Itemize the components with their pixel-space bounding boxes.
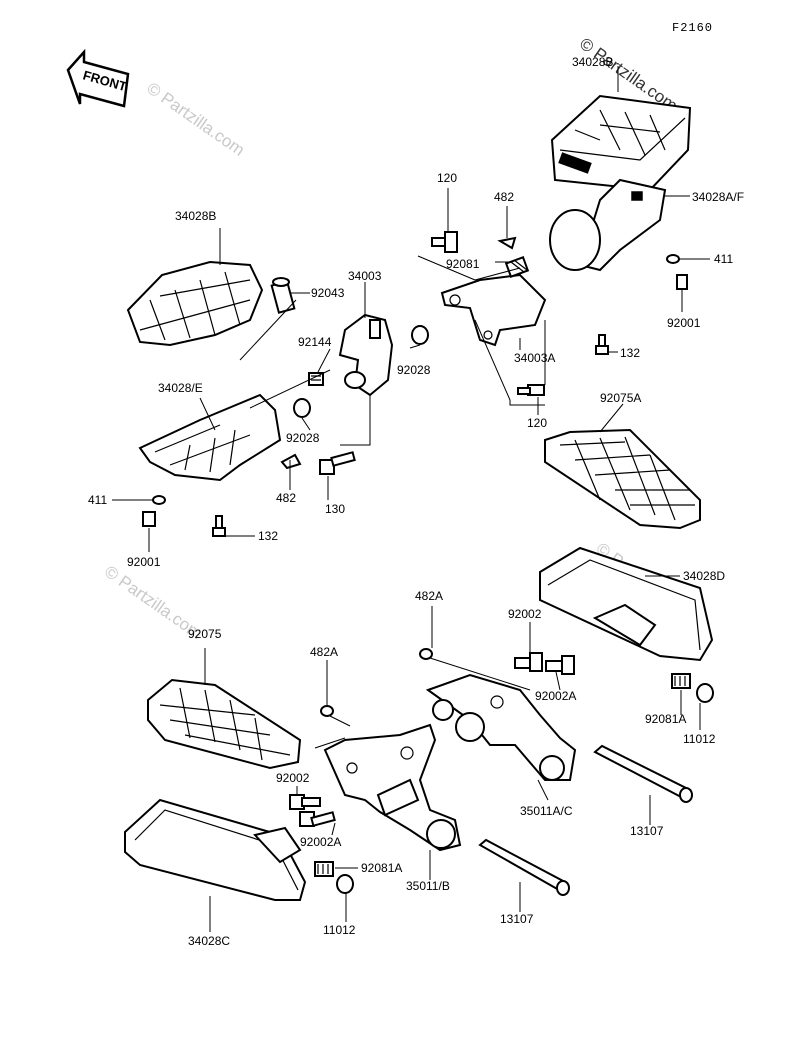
spring-92081A-lower xyxy=(314,861,334,877)
washer-482-top xyxy=(497,236,517,250)
main-bracket-35011B xyxy=(323,723,462,852)
bushing-92028-right xyxy=(411,325,429,345)
bolt-92002A-upper xyxy=(545,655,575,675)
bolt-132-right xyxy=(595,334,609,355)
part-label: 411 xyxy=(88,493,107,507)
part-label: 92075A xyxy=(600,391,641,405)
washer-411-left xyxy=(152,495,166,505)
part-label: 13107 xyxy=(500,912,534,926)
bushing-92028-left xyxy=(293,398,311,418)
floorboard-rubber-92075 xyxy=(147,678,302,770)
part-label: 34003 xyxy=(348,269,382,283)
part-label: 34028B xyxy=(175,209,216,223)
part-label: 92028 xyxy=(397,363,431,377)
footpeg-rubber-left xyxy=(126,260,264,347)
part-label: 92081 xyxy=(446,257,480,271)
floorboard-34028C xyxy=(124,798,307,901)
bolt-92002A-lower xyxy=(299,811,336,827)
part-label: 34028D xyxy=(683,569,725,583)
part-label: 132 xyxy=(258,529,278,543)
part-label: 92075 xyxy=(188,627,222,641)
floorboard-rubber-92075A xyxy=(544,428,701,530)
part-label: 34003A xyxy=(514,351,555,365)
part-label: 120 xyxy=(527,416,547,430)
bolt-92002-upper xyxy=(514,652,543,672)
bracket-34003 xyxy=(338,313,394,397)
bolt-120-top xyxy=(431,231,458,253)
bracket-34003A xyxy=(440,273,547,347)
washer-482-left xyxy=(280,453,302,470)
part-labels: 34028B 34028A/F 411 92001 132 120 482 92… xyxy=(88,55,744,948)
washer-411-right xyxy=(666,254,680,264)
part-label: 92081A xyxy=(645,712,686,726)
front-arrow-icon: FRONT xyxy=(66,48,130,108)
part-label: 482A xyxy=(415,589,443,603)
pivot-rod-13107-lower xyxy=(478,838,570,896)
part-label: 132 xyxy=(620,346,640,360)
bolt-92002-lower xyxy=(289,794,321,810)
bolt-92001-right xyxy=(676,274,688,290)
clip-482A-lower xyxy=(320,705,334,717)
part-label: 13107 xyxy=(630,824,664,838)
clip-482A-upper xyxy=(419,648,433,660)
part-label: 34028A/F xyxy=(692,190,744,204)
bushing-11012-right xyxy=(696,683,714,703)
part-label: 482 xyxy=(276,491,296,505)
part-label: 482 xyxy=(494,190,514,204)
part-label: 35011A/C xyxy=(520,804,573,818)
part-label: 92081A xyxy=(361,861,402,875)
part-label: 34028C xyxy=(188,934,230,948)
leader-lines xyxy=(112,66,710,932)
bolt-130 xyxy=(319,451,356,475)
part-label: 92002 xyxy=(276,771,310,785)
part-label: 34028/E xyxy=(158,381,203,395)
part-label: 482A xyxy=(310,645,338,659)
floorboard-34028D xyxy=(539,546,714,662)
pin-92043 xyxy=(270,277,296,314)
watermark-text: © Partzilla.com xyxy=(143,79,248,160)
part-label: 130 xyxy=(325,502,345,516)
part-label: 411 xyxy=(714,252,733,266)
part-label: 92002A xyxy=(300,835,341,849)
spring-92144 xyxy=(308,372,324,386)
bushing-11012-lower xyxy=(336,874,354,894)
footpeg-bracket-left xyxy=(138,393,282,482)
pivot-rod-13107-right xyxy=(593,744,693,803)
part-label: 92002A xyxy=(535,689,576,703)
main-bracket-35011AC xyxy=(425,673,577,781)
diagram-code: F2160 xyxy=(672,21,713,35)
part-label: 92144 xyxy=(298,335,332,349)
part-label: 92002 xyxy=(508,607,542,621)
part-label: 34028B xyxy=(572,55,613,69)
bolt-120-mid xyxy=(517,384,545,396)
part-label: 120 xyxy=(437,171,457,185)
part-label: 92001 xyxy=(127,555,161,569)
bolt-132-left xyxy=(212,515,226,537)
footpeg-bracket-right xyxy=(549,178,667,272)
part-label: 92001 xyxy=(667,316,701,330)
part-label: 92043 xyxy=(311,286,345,300)
footpeg-rubber-right xyxy=(550,94,692,192)
part-label: 11012 xyxy=(683,732,716,746)
bolt-92001-left xyxy=(142,511,156,527)
spring-92081A-right xyxy=(671,673,691,689)
part-label: 35011/B xyxy=(406,879,450,893)
part-label: 11012 xyxy=(323,923,356,937)
part-label: 92028 xyxy=(286,431,320,445)
spring-92081-top xyxy=(504,256,530,278)
